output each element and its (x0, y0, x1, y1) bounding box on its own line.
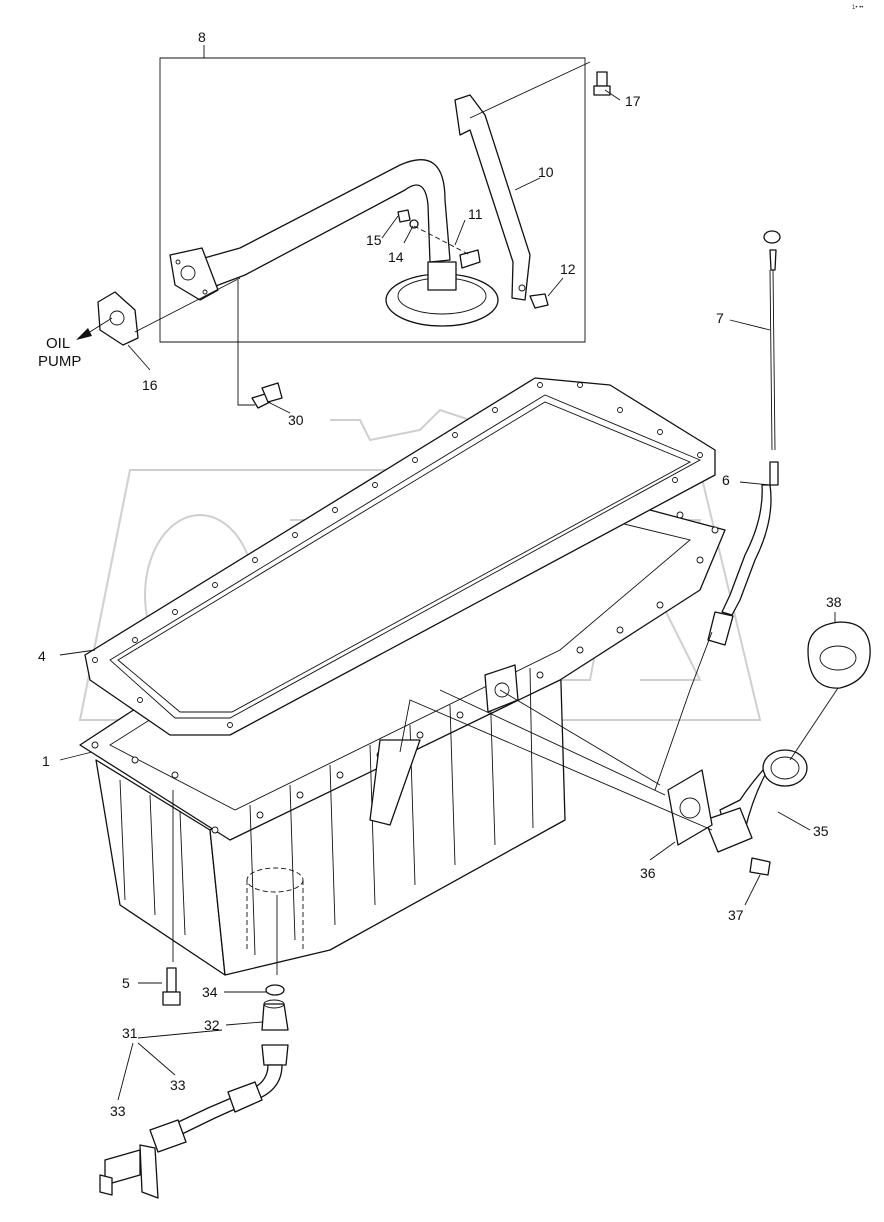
suction-pipe (169, 159, 499, 327)
callout-14: 15 (366, 232, 382, 248)
callout-17: 30 (288, 412, 304, 428)
oil-pan (79, 466, 726, 976)
bolt-17 (251, 382, 283, 409)
dipstick (763, 230, 781, 451)
callout-7: 7 (716, 310, 724, 326)
callout-35: 35 (813, 823, 829, 839)
callout-labels: 8 17 10 11 15 14 12 7 16 30 6 38 4 1 35 … (38, 29, 842, 1119)
callout-38: 38 (826, 594, 842, 610)
bolt-16 (593, 71, 611, 96)
bolt-37 (749, 857, 771, 876)
callout-32: 32 (204, 1017, 220, 1033)
drain-valve-33 (99, 1144, 159, 1199)
callout-4: 4 (38, 648, 46, 664)
callout-8: 8 (198, 29, 206, 45)
gasket-bolt-holes (92, 382, 703, 728)
drain-fitting-32 (261, 999, 289, 1031)
oil-pump-label-line2: PUMP (38, 353, 81, 370)
oil-pump-arrow-icon (76, 317, 113, 340)
flange-gasket-36 (667, 769, 713, 846)
filler-cap-38 (807, 621, 871, 689)
callout-11: 11 (468, 206, 483, 222)
callout-10: 10 (538, 164, 554, 180)
seal-ring-34 (265, 984, 285, 996)
leader-lines (59, 45, 839, 1101)
callout-16: 17 (625, 93, 641, 109)
drain-hose-31 (149, 1044, 289, 1153)
callout-5: 5 (122, 975, 130, 991)
callout-37: 37 (728, 907, 744, 923)
callout-15: 16 (142, 377, 158, 393)
callout-13: 14 (388, 249, 404, 265)
bolt-12 (529, 293, 549, 309)
callout-6: 6 (722, 472, 730, 488)
pipe-bracket (454, 94, 531, 301)
callout-31: 33 (170, 1077, 186, 1093)
corner-mark: 1• •• (852, 5, 863, 11)
washer-13 (409, 219, 419, 229)
callout-30: 31 (122, 1025, 138, 1041)
nut-14 (397, 209, 411, 223)
callout-34: 34 (202, 984, 218, 1000)
oil-pump-label-line1: OIL (46, 335, 70, 352)
callout-33: 33 (110, 1103, 126, 1119)
dipstick-tube (707, 461, 779, 646)
callout-1: 1 (42, 753, 50, 769)
suction-pipe-assembly-frame (159, 57, 586, 343)
oil-pan-gasket (84, 377, 716, 736)
filler-neck-35 (704, 749, 808, 853)
callout-36: 36 (640, 865, 656, 881)
pump-gasket-15 (97, 291, 139, 346)
drain-bolt-5 (162, 967, 181, 1006)
callout-12: 12 (560, 261, 576, 277)
